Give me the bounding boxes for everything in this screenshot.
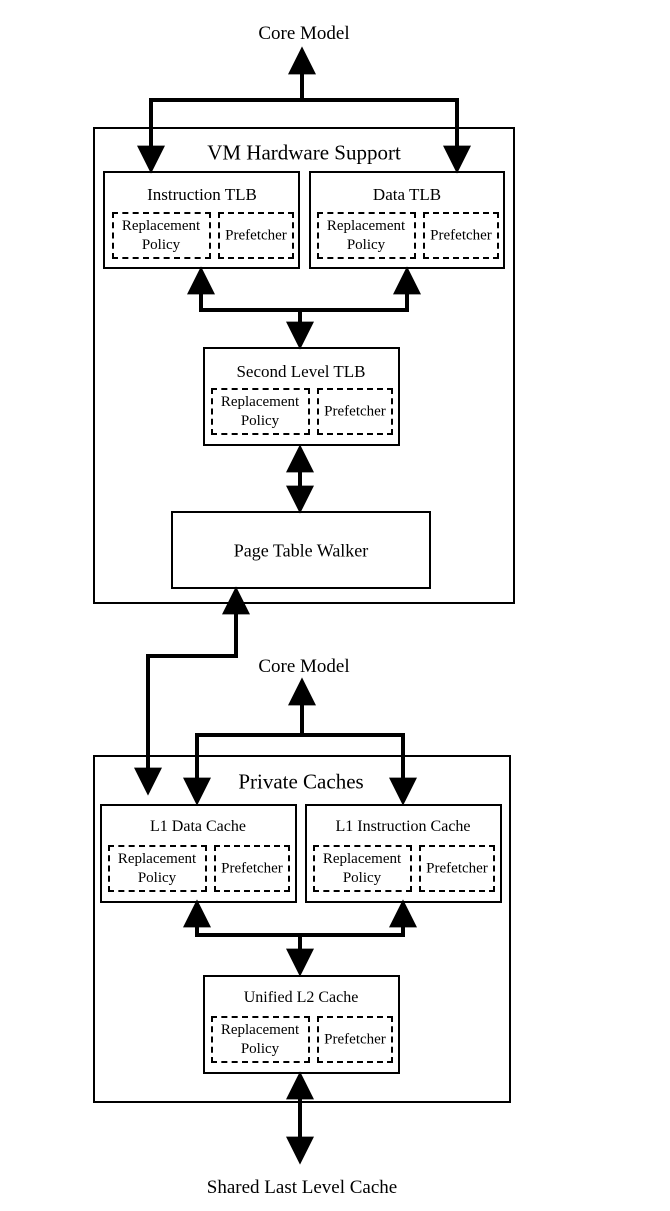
l1-data-cache-prefetcher-label: Prefetcher (221, 860, 283, 877)
core-model-mid-label: Core Model (258, 656, 350, 677)
data-tlb-title: Data TLB (372, 185, 442, 204)
unified-l2-cache-prefetcher-label: Prefetcher (324, 1031, 386, 1048)
second-level-tlb-prefetcher (317, 388, 393, 435)
arrow-to-l1-data-cache (183, 733, 302, 806)
arrow-to-data-tlb (302, 98, 471, 174)
instruction-tlb-box (103, 171, 300, 269)
arrow-to-instruction-tlb (137, 98, 302, 174)
l1-instruction-cache-replacement-policy (313, 845, 412, 892)
vm-hardware-support-title: VM Hardware Support (207, 140, 401, 165)
data-tlb-prefetcher-label: Prefetcher (430, 227, 492, 244)
arrow-l1i-junction (300, 899, 417, 937)
arrow-itlb-junction (187, 266, 300, 312)
l1-instruction-cache-prefetcher (419, 845, 495, 892)
l1-data-cache-replacement-policy (108, 845, 207, 892)
arrow-to-l1-instruction-cache (302, 733, 417, 806)
data-tlb-replacement-label: Replacement Policy (326, 218, 406, 253)
core-model-top-label: Core Model (258, 23, 350, 44)
l1-data-cache-title: L1 Data Cache (150, 818, 246, 835)
unified-l2-cache-title: Unified L2 Cache (243, 989, 359, 1006)
second-level-tlb-prefetcher-label: Prefetcher (324, 403, 386, 420)
data-tlb-prefetcher (423, 212, 499, 259)
l1-data-cache-box (100, 804, 297, 903)
unified-l2-cache-box (203, 975, 400, 1074)
second-level-tlb-replacement-policy (211, 388, 310, 435)
second-level-tlb-box (203, 347, 400, 446)
private-caches-group (93, 755, 511, 1103)
second-level-tlb-replacement-label: Replacement Policy (220, 394, 300, 429)
instruction-tlb-title: Instruction TLB (147, 185, 257, 204)
instruction-tlb-prefetcher-label: Prefetcher (225, 227, 287, 244)
arrow-walker-l1d (134, 586, 250, 796)
data-tlb-replacement-policy (317, 212, 416, 259)
l1-data-cache-replacement-label: Replacement Policy (117, 851, 197, 886)
arrow-dtlb-junction (300, 266, 421, 312)
instruction-tlb-prefetcher (218, 212, 294, 259)
private-caches-title: Private Caches (238, 769, 364, 794)
page-table-walker-label: Page Table Walker (233, 540, 369, 561)
data-tlb-box (309, 171, 505, 269)
second-level-tlb-title: Second Level TLB (236, 362, 366, 381)
l1-data-cache-prefetcher (214, 845, 290, 892)
l1-instruction-cache-replacement-label: Replacement Policy (322, 851, 402, 886)
instruction-tlb-replacement-label: Replacement Policy (121, 218, 201, 253)
shared-last-level-cache-label: Shared Last Level Cache (206, 1177, 398, 1198)
l1-instruction-cache-title: L1 Instruction Cache (335, 818, 471, 835)
vm-hardware-support-group (93, 127, 515, 604)
l1-instruction-cache-prefetcher-label: Prefetcher (426, 860, 488, 877)
unified-l2-cache-prefetcher (317, 1016, 393, 1063)
instruction-tlb-replacement-policy (112, 212, 211, 259)
unified-l2-cache-replacement-label: Replacement Policy (220, 1022, 300, 1057)
arrow-l1d-junction (183, 899, 300, 937)
l1-instruction-cache-box (305, 804, 502, 903)
unified-l2-cache-replacement-policy (211, 1016, 310, 1063)
page-table-walker-box (171, 511, 431, 589)
